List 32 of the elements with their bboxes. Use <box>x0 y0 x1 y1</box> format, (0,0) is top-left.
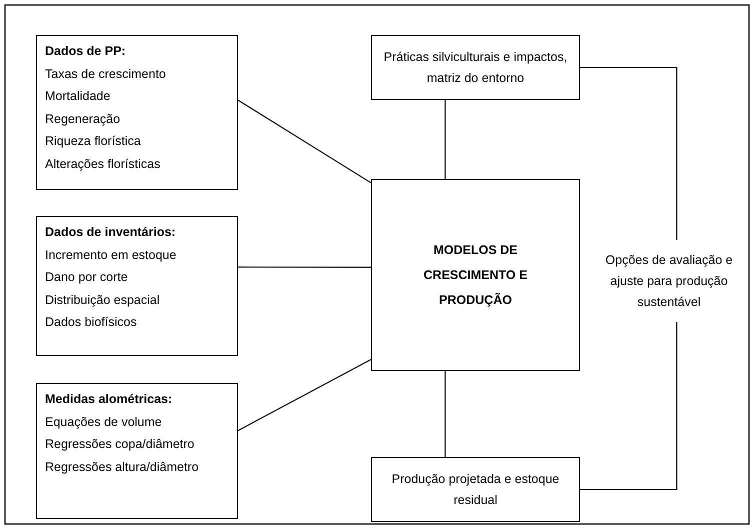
list-item: Mortalidade <box>45 88 112 105</box>
data-list-box <box>36 35 238 190</box>
list-item: Dano por corte <box>45 269 129 286</box>
process-box <box>371 35 580 100</box>
node-text: Práticas silviculturais e impactos, matriz do entorno <box>382 48 568 86</box>
list-item: Regeneração <box>45 110 122 128</box>
data-list-box <box>36 216 238 356</box>
connector-line <box>580 66 678 240</box>
data-list-box <box>36 383 238 519</box>
node-text: Opções de avaliação e ajuste para produção sustentável <box>604 252 734 310</box>
connector-line <box>238 100 372 184</box>
connector-line <box>238 359 372 432</box>
list-item: Regressões copa/diâmetro <box>45 436 196 453</box>
node-text: Produção projetada e estoque residual <box>390 470 560 508</box>
list-heading: Medidas alométricas: <box>45 391 174 408</box>
list-item: Alterações florísticas <box>45 156 162 173</box>
list-heading: Dados de inventários: <box>45 224 177 241</box>
list-item: Distribuição espacial <box>45 292 161 309</box>
node-text: MODELOS DE CRESCIMENTO E PRODUÇÃO <box>422 242 528 309</box>
list-heading: Dados de PP: <box>45 43 127 60</box>
list-item: Taxas de crescimento <box>45 66 167 82</box>
process-box <box>371 179 580 371</box>
list-item: Riqueza florística <box>45 133 142 150</box>
connector-line <box>580 322 678 490</box>
list-item: Regressões altura/diâmetro <box>45 458 200 476</box>
process-box <box>371 457 580 522</box>
connector-line <box>238 266 371 268</box>
connector-line <box>444 100 446 179</box>
connector-line <box>444 371 446 457</box>
list-item: Incremento em estoque <box>45 246 178 264</box>
list-item: Dados biofísicos <box>45 314 138 331</box>
list-item: Equações de volume <box>45 414 163 431</box>
